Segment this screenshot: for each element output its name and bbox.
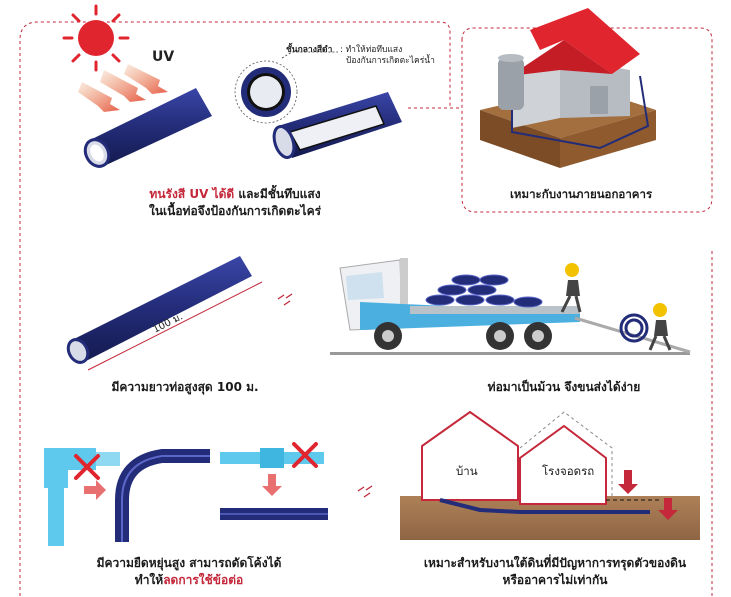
uv-label: UV [152, 49, 175, 65]
uv-beams [78, 64, 168, 112]
layer-title: ชั้นกลางสีดำ [286, 45, 333, 55]
bent-pipe [115, 449, 210, 542]
dashed-connectors [19, 21, 713, 596]
flex-caption: มีความยืดหยุ่นสูง สามารถดัดโค้งได้ ทำให้… [84, 555, 294, 589]
ground-caption-line2: หรืออาคารไม่เท่ากัน [502, 573, 608, 587]
pipe-cross-section [234, 60, 298, 124]
worker-figure [560, 263, 672, 351]
pvc-coupler [220, 442, 324, 468]
ground-section [400, 410, 700, 540]
flex-caption-highlight: ลดการใช้ข้อต่อ [163, 573, 244, 587]
uv-caption: ทนรังสี UV ได้ดี และมีชั้นทึบแสง ในเนื้อ… [120, 186, 350, 220]
delivery-truck [330, 258, 691, 355]
layer-desc-1: : ทำให้ท่อทึบแสง [340, 45, 403, 55]
pvc-elbow [44, 448, 120, 546]
house-label: บ้าน [456, 464, 478, 478]
uv-pipe [83, 88, 212, 168]
connector-marks [277, 293, 373, 498]
arrow-down-icon [262, 474, 282, 496]
flex-caption-line1: มีความยืดหยุ่นสูง สามารถดัดโค้งได้ [96, 556, 282, 570]
ground-caption: เหมาะสำหรับงานใต้ดินที่มีปัญหาการทรุดตัว… [400, 555, 710, 589]
garage-label: โรงจอดรถ [542, 464, 595, 478]
house-outdoor [480, 8, 656, 168]
uv-caption-highlight: ทนรังสี UV ได้ดี [149, 187, 235, 201]
outdoor-caption: เหมาะกับงานภายนอกอาคาร [510, 187, 653, 201]
long-pipe [66, 256, 263, 371]
uv-caption-line2: ในเนื้อท่อจึงป้องกันการเกิดตะไคร่ [148, 204, 322, 218]
transport-caption: ท่อมาเป็นม้วน จึงขนส่งได้ง่าย [487, 380, 641, 394]
arrow-right-icon [84, 480, 106, 500]
ground-caption-line1: เหมาะสำหรับงานใต้ดินที่มีปัญหาการทรุดตัว… [423, 556, 687, 570]
uv-caption-rest: และมีชั้นทึบแสง [234, 187, 321, 201]
pipe-coil [619, 313, 649, 343]
layer-desc-2: ป้องกันการเกิดตะไคร่น้ำ [346, 56, 435, 66]
cutaway-pipe [272, 92, 402, 159]
flex-caption-prefix: ทำให้ [134, 573, 164, 587]
sun-icon [62, 4, 130, 72]
length-caption: มีความยาวท่อสูงสุด 100 ม. [111, 380, 259, 394]
straight-pipe [220, 508, 328, 520]
